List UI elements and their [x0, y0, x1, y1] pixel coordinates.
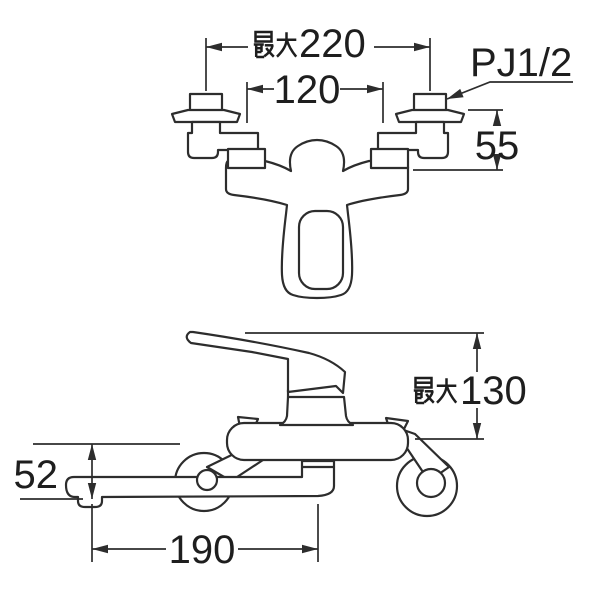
- arrowhead: [302, 544, 318, 554]
- right-inlet-fitting: [369, 92, 466, 170]
- dimension-spout-reach: 190: [91, 504, 319, 572]
- arrowhead: [87, 483, 97, 499]
- dimension-max-height: 130: [245, 332, 540, 440]
- dimension-inlet-pitch: 120: [246, 68, 384, 123]
- dimension-spout-drop: 52: [14, 443, 180, 500]
- arrowhead: [206, 42, 222, 52]
- arrowhead: [472, 333, 482, 349]
- side-view: 130 52 190: [14, 330, 540, 572]
- thread-label: PJ1/2: [470, 41, 572, 85]
- max-height-value: 130: [460, 369, 527, 413]
- arrowhead: [87, 444, 97, 460]
- dimension-max-width: 220: [205, 22, 431, 91]
- dimension-offset-height: 55: [413, 109, 520, 171]
- label-backdrop: [248, 28, 374, 60]
- front-view: 220 120 PJ1/2 55: [170, 22, 573, 300]
- inlet-pitch-value: 120: [274, 68, 341, 112]
- arrowhead: [247, 84, 263, 94]
- cartridge-cap: [278, 395, 355, 427]
- max-width-value: 220: [299, 22, 366, 66]
- arrowhead: [447, 88, 464, 99]
- arrowhead: [492, 110, 502, 126]
- label-backdrop: [166, 527, 238, 567]
- pipe-boss-left: [195, 468, 219, 492]
- lever-handle: [185, 330, 347, 395]
- label-backdrop: [274, 71, 340, 107]
- faucet-body-front: [224, 138, 410, 300]
- thread-callout: PJ1/2: [446, 41, 573, 100]
- faucet-body-side: [225, 421, 410, 462]
- spout-drop-value: 52: [14, 453, 59, 497]
- lever-face-outline: [297, 209, 345, 291]
- arrowhead: [492, 154, 502, 170]
- pipe-boss-right: [415, 467, 447, 499]
- arrowhead: [414, 42, 430, 52]
- arrowhead: [92, 544, 108, 554]
- arrowhead: [367, 84, 383, 94]
- offset-height-value: 55: [475, 124, 520, 168]
- arrowhead: [472, 423, 482, 439]
- left-inlet-fitting: [170, 92, 267, 170]
- spout-reach-value: 190: [169, 528, 236, 572]
